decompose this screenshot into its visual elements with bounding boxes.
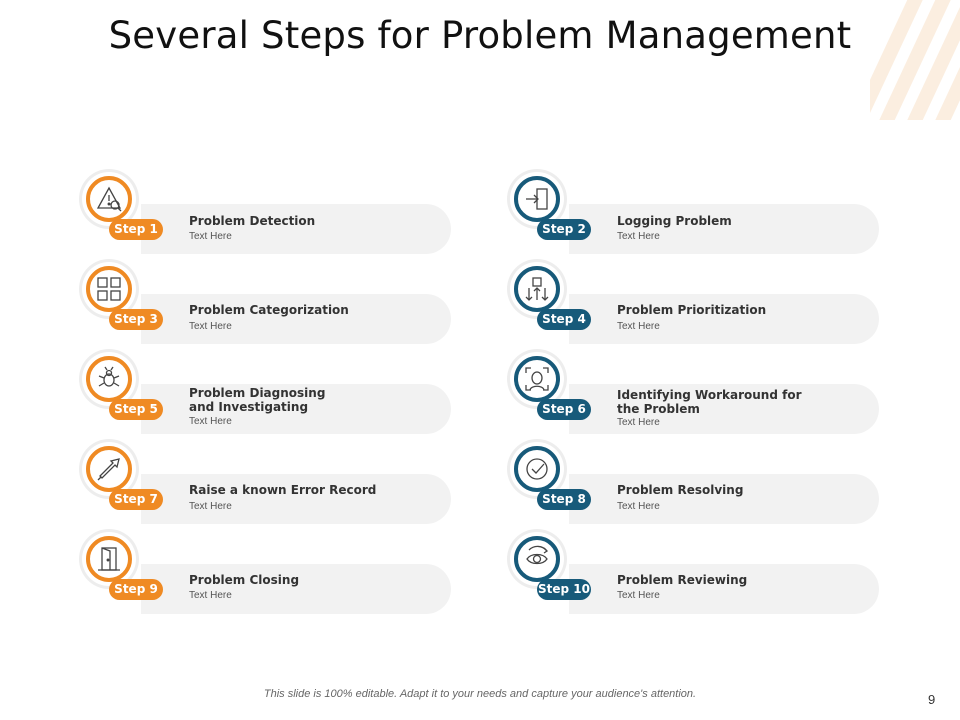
slide-title: Several Steps for Problem Management [108, 14, 852, 57]
login-door-icon [514, 176, 560, 222]
step-badge: Step 2 [537, 219, 591, 240]
step-text: Text Here [617, 501, 660, 512]
step-badge: Step 3 [109, 309, 163, 330]
step-title: Identifying Workaround for the Problem [617, 388, 802, 416]
step-title: Problem Categorization [189, 303, 349, 317]
eye-review-icon [514, 536, 560, 582]
step-title: Logging Problem [617, 214, 732, 228]
step-text: Text Here [617, 321, 660, 332]
priority-arrows-icon [514, 266, 560, 312]
step-text: Text Here [189, 416, 232, 427]
step-card [141, 204, 451, 254]
step-text: Text Here [189, 590, 232, 601]
step-card [569, 294, 879, 344]
step-title: Problem Resolving [617, 483, 744, 497]
step-card [141, 474, 451, 524]
step-card [569, 474, 879, 524]
page-number: 9 [928, 692, 936, 707]
step-badge: Step 7 [109, 489, 163, 510]
step-card [569, 564, 879, 614]
step-card [141, 384, 451, 434]
step-badge: Step 4 [537, 309, 591, 330]
step-badge: Step 1 [109, 219, 163, 240]
step-title: Problem Diagnosing and Investigating [189, 386, 326, 414]
step-text: Text Here [617, 231, 660, 242]
step-badge: Step 5 [109, 399, 163, 420]
step-text: Text Here [617, 417, 660, 428]
step-title: Problem Detection [189, 214, 316, 228]
step-badge: Step 8 [537, 489, 591, 510]
step-card [141, 294, 451, 344]
step-card [141, 564, 451, 614]
step-badge: Step 10 [537, 579, 591, 600]
step-text: Text Here [189, 321, 232, 332]
step-title: Problem Closing [189, 573, 300, 587]
step-title: Problem Reviewing [617, 573, 748, 587]
step-text: Text Here [189, 231, 232, 242]
exit-door-icon [86, 536, 132, 582]
face-scan-icon [514, 356, 560, 402]
step-title: Problem Prioritization [617, 303, 767, 317]
check-circle-icon [514, 446, 560, 492]
cursor-arrow-icon [86, 446, 132, 492]
footer-note: This slide is 100% editable. Adapt it to… [263, 688, 697, 700]
step-badge: Step 6 [537, 399, 591, 420]
step-card [569, 384, 879, 434]
grid-squares-icon [86, 266, 132, 312]
step-title: Raise a known Error Record [189, 483, 377, 497]
warning-magnifier-icon [86, 176, 132, 222]
bug-investigation-icon [86, 356, 132, 402]
corner-decoration [870, 0, 960, 120]
step-text: Text Here [617, 590, 660, 601]
step-card [569, 204, 879, 254]
step-badge: Step 9 [109, 579, 163, 600]
step-text: Text Here [189, 501, 232, 512]
